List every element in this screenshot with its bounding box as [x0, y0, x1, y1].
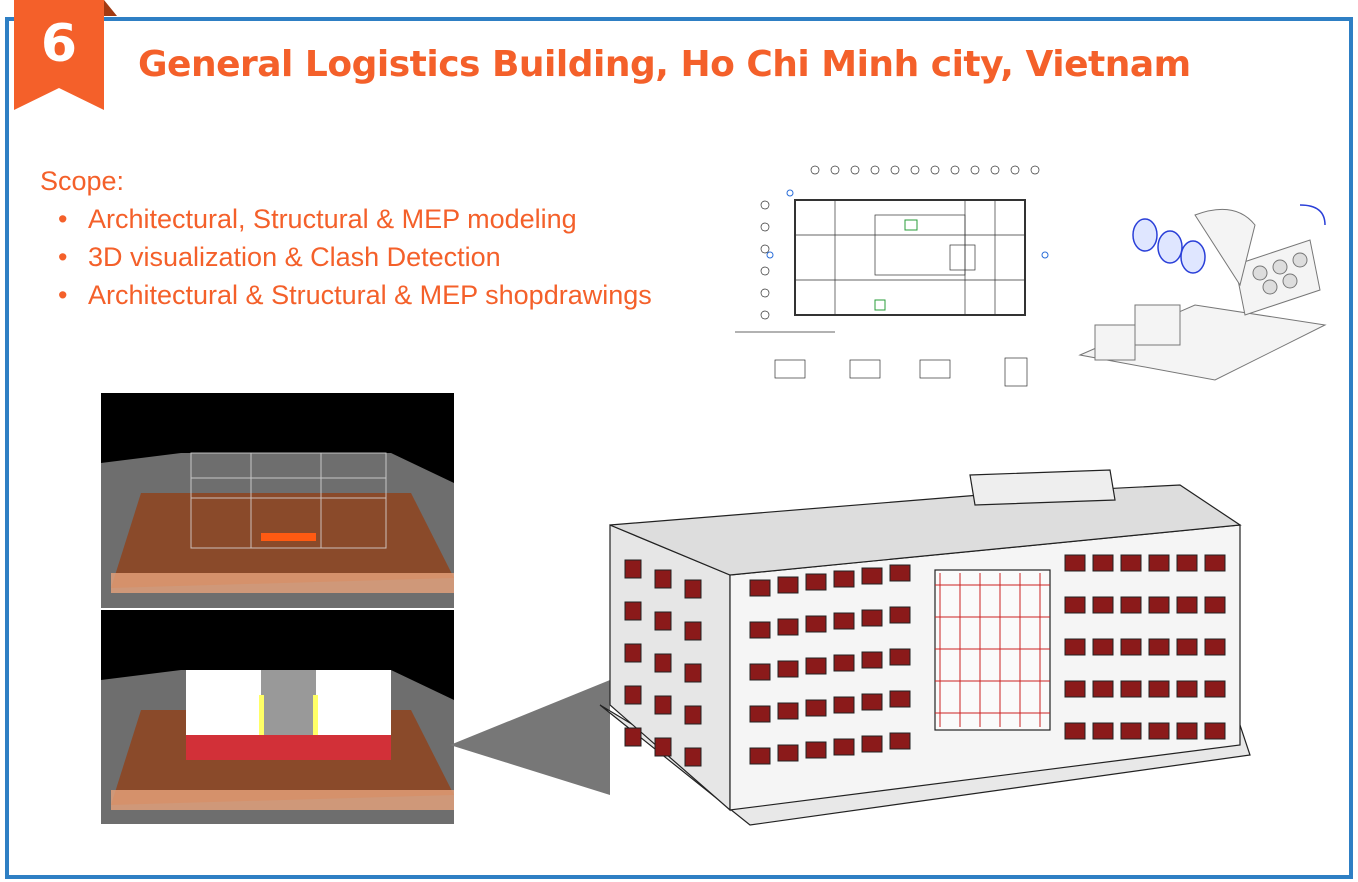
window	[833, 696, 855, 714]
window	[861, 651, 883, 669]
scope-list: •Architectural, Structural & MEP modelin…	[58, 200, 652, 314]
window	[805, 573, 827, 591]
window	[1120, 596, 1142, 614]
window	[1148, 722, 1170, 740]
window	[1092, 722, 1114, 740]
window	[624, 727, 642, 747]
window	[1064, 596, 1086, 614]
scope-heading: Scope:	[40, 166, 125, 196]
window	[833, 738, 855, 756]
simulation-structure-view	[101, 393, 454, 608]
window	[749, 621, 771, 639]
window	[624, 685, 642, 705]
window	[1120, 680, 1142, 698]
window	[749, 663, 771, 681]
window	[1148, 680, 1170, 698]
window	[1204, 554, 1226, 572]
window	[1176, 722, 1198, 740]
simulation-facade-view	[101, 610, 454, 824]
building-render-image	[450, 469, 1251, 826]
window	[777, 660, 799, 678]
window	[1176, 554, 1198, 572]
window	[1092, 680, 1114, 698]
window	[684, 747, 702, 767]
simulation-screenshots	[101, 393, 454, 824]
window	[1120, 554, 1142, 572]
window	[805, 657, 827, 675]
list-item: •Architectural, Structural & MEP modelin…	[58, 204, 577, 234]
window	[1064, 554, 1086, 572]
window	[1204, 722, 1226, 740]
list-item-text: Architectural & Structural & MEP shopdra…	[88, 280, 652, 310]
window	[889, 732, 911, 750]
window	[777, 576, 799, 594]
list-item: •Architectural & Structural & MEP shopdr…	[58, 280, 652, 310]
window	[777, 618, 799, 636]
window	[1176, 596, 1198, 614]
window	[1176, 638, 1198, 656]
window	[833, 654, 855, 672]
window	[1148, 596, 1170, 614]
window	[805, 699, 827, 717]
window	[1148, 554, 1170, 572]
window	[777, 702, 799, 720]
window	[889, 648, 911, 666]
window	[624, 643, 642, 663]
window	[861, 567, 883, 585]
list-item-text: 3D visualization & Clash Detection	[88, 242, 501, 272]
window	[684, 663, 702, 683]
window	[684, 579, 702, 599]
window	[654, 569, 672, 589]
window	[654, 737, 672, 757]
window	[1092, 554, 1114, 572]
window	[1204, 680, 1226, 698]
window	[1148, 638, 1170, 656]
window	[1092, 596, 1114, 614]
window	[749, 705, 771, 723]
list-item-text: Architectural, Structural & MEP modeling	[88, 204, 577, 234]
window	[1120, 638, 1142, 656]
window	[749, 747, 771, 765]
window	[833, 570, 855, 588]
window	[654, 695, 672, 715]
window	[624, 559, 642, 579]
window	[749, 579, 771, 597]
window	[861, 735, 883, 753]
window	[684, 705, 702, 725]
window	[684, 621, 702, 641]
window	[1176, 680, 1198, 698]
window	[889, 690, 911, 708]
floor-plan-image	[735, 165, 1049, 387]
slide-frame	[5, 17, 1353, 879]
window	[861, 693, 883, 711]
window	[777, 744, 799, 762]
mep-equipment-image	[1078, 204, 1327, 381]
window	[1204, 638, 1226, 656]
window	[833, 612, 855, 630]
window	[805, 741, 827, 759]
window	[654, 653, 672, 673]
window	[1092, 638, 1114, 656]
window	[861, 609, 883, 627]
page-title: General Logistics Building, Ho Chi Minh …	[138, 44, 1191, 85]
badge-number: 6	[40, 14, 78, 74]
window	[1120, 722, 1142, 740]
window	[1064, 680, 1086, 698]
number-badge	[14, 0, 104, 110]
window	[654, 611, 672, 631]
window	[889, 606, 911, 624]
list-item: •3D visualization & Clash Detection	[58, 242, 501, 272]
badge-fold	[104, 0, 117, 16]
window	[624, 601, 642, 621]
window	[1204, 596, 1226, 614]
window	[889, 564, 911, 582]
window	[1064, 722, 1086, 740]
window	[805, 615, 827, 633]
window	[1064, 638, 1086, 656]
